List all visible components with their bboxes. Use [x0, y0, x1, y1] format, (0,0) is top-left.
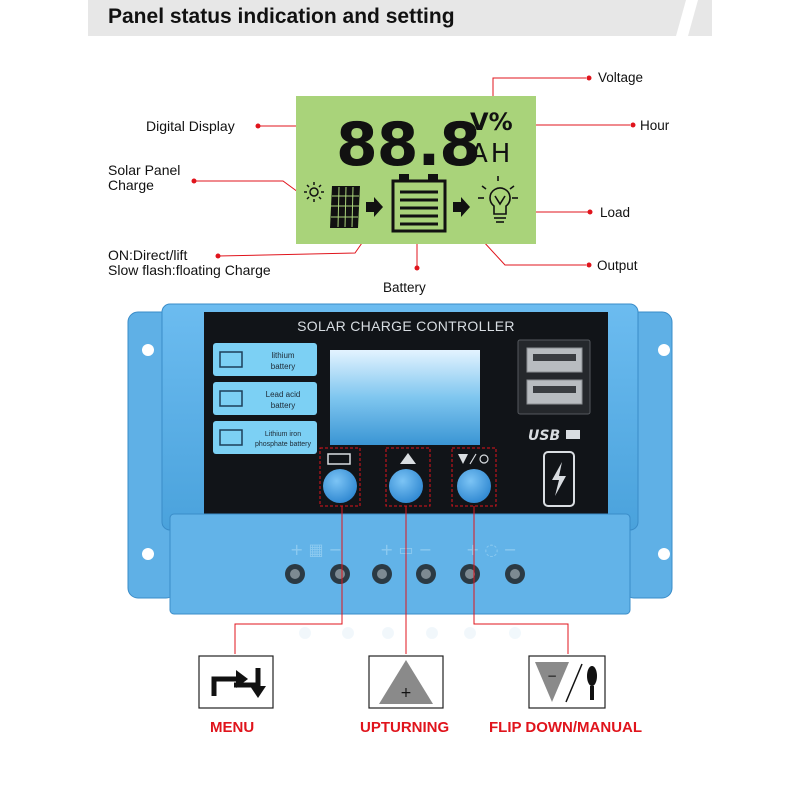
callout-battery: Battery: [383, 280, 426, 295]
callout-on-direct: ON:Direct/lift: [108, 247, 188, 263]
phone-charging-icon: [543, 451, 575, 507]
battery-type-lithium: lithium battery: [213, 343, 317, 376]
sun-icon: [304, 182, 324, 202]
battery-type-lithium-iron-line2: phosphate battery: [255, 441, 312, 448]
battery-type-lithium-iron: Lithium iron phosphate battery: [213, 421, 317, 454]
header-stripe-decoration: [676, 0, 698, 36]
menu-label: MENU: [210, 719, 255, 736]
flip-down-manual-label: FLIP DOWN/MANUAL: [489, 719, 643, 736]
callout-digital-display: Digital Display: [146, 118, 235, 134]
controller-lcd-window: [330, 350, 480, 445]
callout-slow-flash: Slow flash:floating Charge: [108, 262, 271, 278]
usb-ports: [517, 339, 591, 415]
menu-hardware-button[interactable]: [323, 469, 357, 503]
menu-icon[interactable]: [198, 655, 274, 709]
menu-button-group[interactable]: [319, 447, 361, 507]
callout-output: Output: [597, 258, 638, 273]
callout-solar-panel-line1: Solar Panel: [108, 162, 181, 178]
battery-icon: [391, 174, 447, 233]
solar-panel-icon: [330, 186, 360, 228]
charge-arrow-icon: [366, 197, 383, 217]
svg-text:−: −: [547, 669, 557, 683]
reflection: [299, 627, 521, 639]
svg-text:+: +: [400, 685, 412, 701]
bulb-icon: [478, 176, 518, 223]
battery-type-lead-acid-line2: battery: [271, 401, 295, 410]
controller-terminal-skirt: [169, 513, 631, 615]
battery-type-lithium-line2: battery: [271, 362, 295, 371]
terminal-screws: [285, 564, 525, 584]
menu-symbol-icon: [327, 453, 351, 465]
lcd-unit-amp-hour: AH: [470, 139, 513, 169]
up-plus-icon[interactable]: +: [368, 655, 444, 709]
down-hardware-button[interactable]: [457, 469, 491, 503]
lcd-display-illustration: 88.8 V% AH: [296, 96, 536, 244]
up-hardware-button[interactable]: [389, 469, 423, 503]
battery-type-lead-acid-line1: Lead acid: [266, 390, 301, 399]
up-symbol-icon: [400, 453, 416, 464]
svg-text:+ ◌ −: + ◌ −: [466, 540, 517, 559]
battery-type-lithium-iron-line1: Lithium iron: [265, 431, 301, 438]
lcd-unit-voltage-percent: V%: [470, 108, 513, 136]
manual-symbol-icon: [479, 454, 489, 464]
usb-plug-icon: [566, 430, 580, 439]
callout-hour: Hour: [640, 118, 670, 133]
callout-load: Load: [600, 205, 631, 220]
battery-type-lead-acid: Lead acid battery: [213, 382, 317, 415]
output-arrow-icon: [453, 197, 470, 217]
callout-voltage: Voltage: [598, 70, 644, 85]
up-button-group[interactable]: [385, 447, 431, 507]
lcd-digits: 88.8: [336, 110, 480, 180]
usb-label: USB: [528, 428, 560, 444]
page-title: Panel status indication and setting: [108, 5, 455, 28]
callout-solar-panel-line2: Charge: [108, 177, 154, 193]
svg-text:+ ▦ −: + ▦ −: [290, 540, 342, 559]
down-symbol-icon: [458, 454, 468, 464]
controller-title: SOLAR CHARGE CONTROLLER: [297, 318, 515, 334]
down-manual-icon[interactable]: −: [528, 655, 606, 709]
down-button-group[interactable]: [451, 447, 497, 507]
header-bar: [88, 0, 712, 36]
battery-type-lithium-line1: lithium: [271, 351, 294, 360]
upturning-label: UPTURNING: [360, 719, 450, 736]
